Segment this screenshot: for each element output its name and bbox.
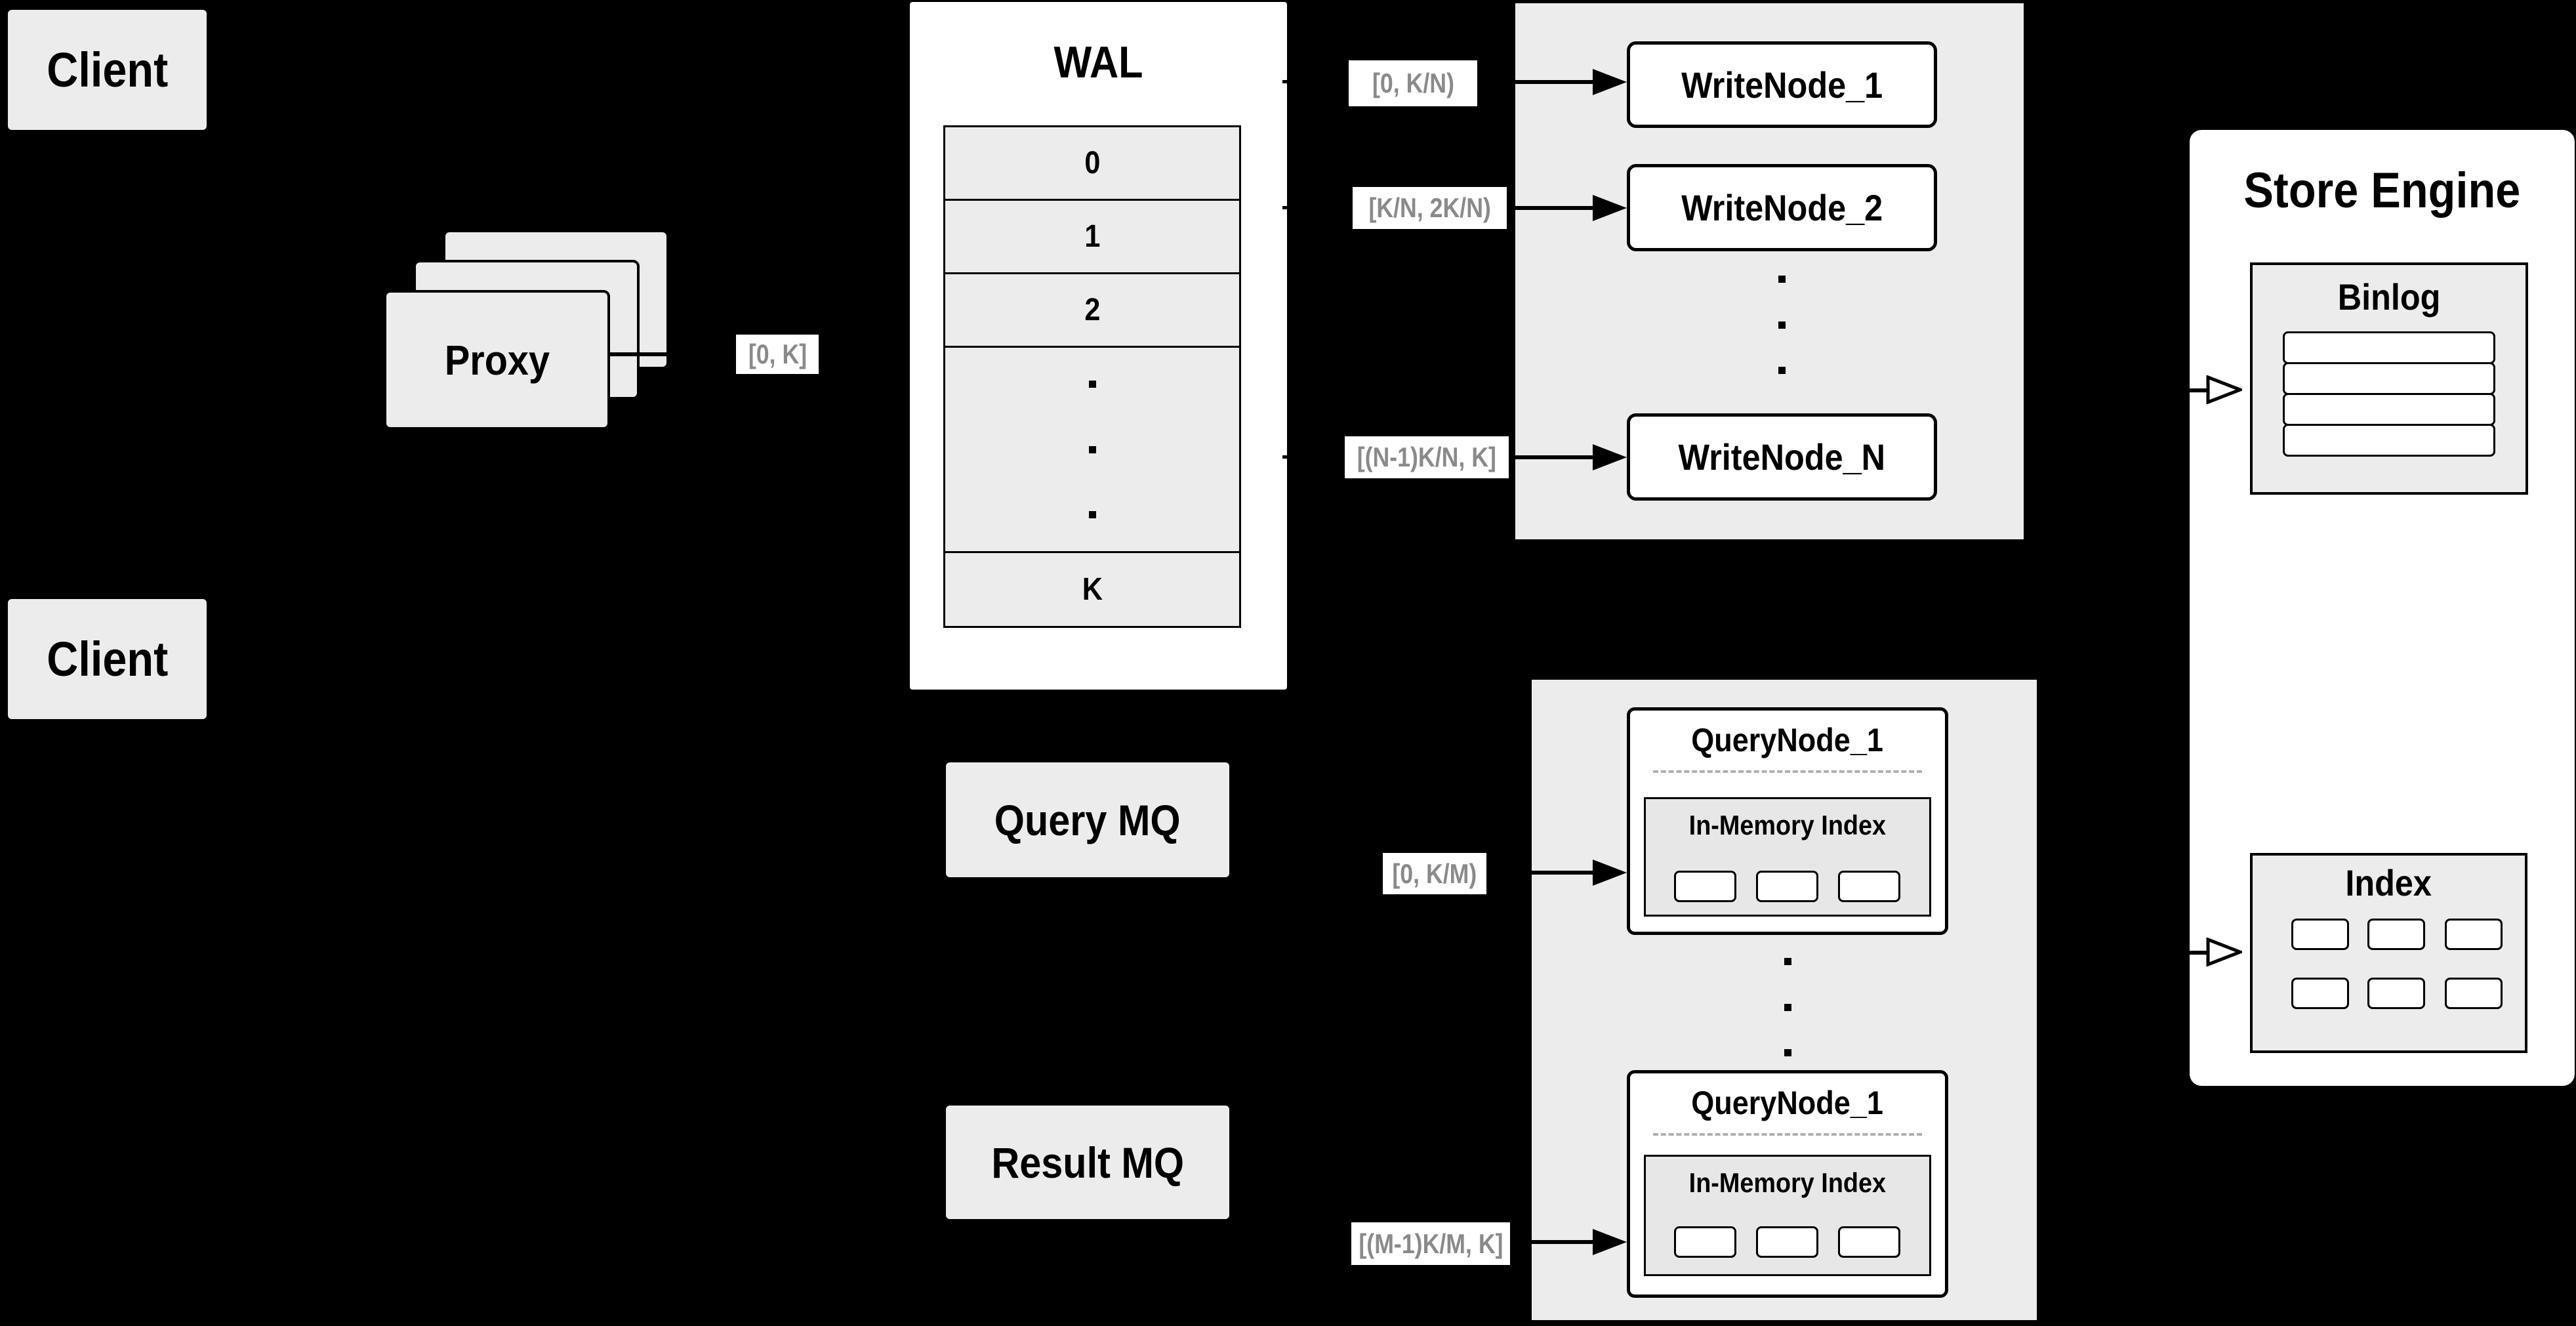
- index-cell: [2445, 978, 2503, 1009]
- proxy-box: Proxy: [384, 290, 610, 430]
- query-mq-box: Query MQ: [946, 762, 1229, 877]
- client-top-label: Client: [46, 43, 169, 97]
- query-node-2-inmemory-title: In-Memory Index: [1688, 1167, 1887, 1198]
- index-box: [2250, 853, 2527, 1053]
- index-segment-cell: [1756, 871, 1818, 902]
- write-arrow-line-3: [1509, 455, 1595, 459]
- wal-segment-row: 1: [943, 199, 1241, 274]
- write-ellipsis-dots: [1774, 276, 1789, 374]
- query-arrow-line-2: [1510, 1240, 1595, 1244]
- proxy-range-label: [0, K]: [748, 339, 807, 369]
- wal-range-line-1: [1282, 80, 1348, 83]
- index-cell: [2291, 919, 2349, 950]
- client-box-top: Client: [8, 10, 207, 130]
- query-ellipsis-dots: [1780, 958, 1795, 1056]
- index-segment-cell: [1674, 1226, 1736, 1258]
- wal-segment-0: 0: [1084, 146, 1101, 180]
- write-range-chip-1: [0, K/N): [1349, 60, 1477, 106]
- wal-segment-k: K: [1082, 572, 1103, 607]
- write-arrowhead-2: [1593, 195, 1627, 221]
- store-engine-title: Store Engine: [2243, 162, 2521, 218]
- write-arrowhead-3: [1593, 444, 1627, 470]
- query-arrowhead-2: [1593, 1229, 1627, 1255]
- index-cell: [2445, 919, 2503, 950]
- wal-ellipsis-dots: [1085, 381, 1099, 518]
- query-range-chip-1: [0, K/M): [1383, 853, 1486, 894]
- proxy-range-chip: [0, K]: [736, 335, 819, 374]
- query-range-chip-2: [(M-1)K/M, K]: [1351, 1222, 1510, 1265]
- write-range-chip-3: [(N-1)K/N, K]: [1345, 436, 1509, 478]
- proxy-label: Proxy: [444, 336, 550, 384]
- binlog-row: [2283, 362, 2495, 395]
- write-node-1: WriteNode_1: [1627, 41, 1937, 128]
- write-arrow-line-2: [1507, 206, 1595, 210]
- write-arrowhead-1: [1593, 69, 1627, 95]
- index-title: Index: [2345, 861, 2432, 903]
- binlog-title: Binlog: [2337, 276, 2441, 318]
- wal-segment-1: 1: [1084, 219, 1101, 254]
- query-node-1-title: QueryNode_1: [1691, 721, 1884, 758]
- query-node-2-title: QueryNode_1: [1691, 1084, 1884, 1121]
- query-node-1-divider: [1653, 770, 1922, 773]
- binlog-row: [2283, 331, 2495, 364]
- binlog-open-arrowhead: [2206, 375, 2242, 404]
- query-arrowhead-1: [1593, 860, 1627, 886]
- write-node-n: WriteNode_N: [1627, 413, 1937, 501]
- wal-segment-row: 0: [943, 125, 1241, 201]
- index-segment-cell: [1674, 871, 1736, 902]
- index-open-arrowhead: [2206, 938, 2242, 966]
- client-box-bottom: Client: [8, 599, 207, 719]
- query-node-1-inmemory-title: In-Memory Index: [1688, 810, 1887, 840]
- index-cell: [2367, 919, 2425, 950]
- proxy-to-wal-arrowhead: [865, 341, 899, 367]
- binlog-row: [2283, 424, 2495, 457]
- wal-range-line-3: [1282, 455, 1344, 459]
- client-bottom-label: Client: [46, 632, 169, 686]
- index-segment-cell: [1838, 1226, 1900, 1258]
- index-cell: [2291, 978, 2349, 1009]
- wal-range-line-2: [1282, 206, 1352, 209]
- result-mq-box: Result MQ: [946, 1106, 1229, 1219]
- wal-segment-row: 2: [943, 272, 1241, 348]
- index-cell: [2367, 978, 2425, 1009]
- index-arrow-line: [2161, 951, 2207, 955]
- query-arrow-line-1: [1486, 871, 1595, 875]
- wal-title: WAL: [1053, 37, 1143, 87]
- write-arrow-line-1: [1477, 80, 1595, 84]
- index-segment-cell: [1756, 1226, 1818, 1258]
- binlog-row: [2283, 393, 2495, 426]
- write-node-2: WriteNode_2: [1627, 164, 1937, 251]
- write-range-chip-2: [K/N, 2K/N): [1353, 187, 1507, 229]
- query-node-2-divider: [1653, 1133, 1922, 1136]
- index-segment-cell: [1838, 871, 1900, 902]
- binlog-arrow-line: [2161, 388, 2207, 392]
- wal-segment-2: 2: [1084, 293, 1101, 327]
- wal-segment-row: K: [943, 551, 1241, 628]
